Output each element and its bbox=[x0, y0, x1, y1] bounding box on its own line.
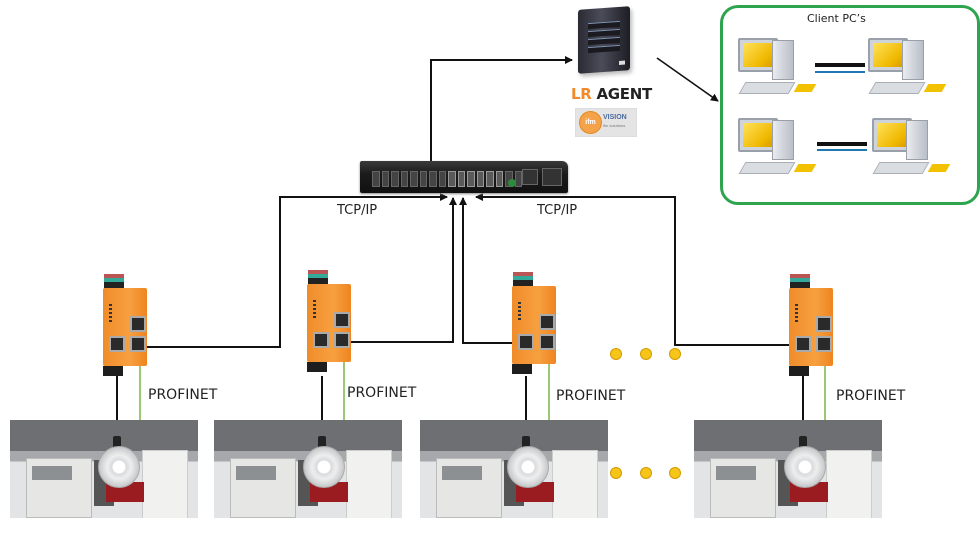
sensor-icon bbox=[98, 446, 140, 488]
io-link-master-icon bbox=[789, 274, 835, 376]
client-pcs-title: Client PC’s bbox=[807, 12, 866, 25]
drive-bay bbox=[588, 36, 620, 46]
sensor-icon bbox=[784, 446, 826, 488]
ellipsis-dot bbox=[640, 348, 652, 360]
server-badge bbox=[619, 60, 625, 65]
server-icon bbox=[578, 6, 630, 74]
ellipsis-dot bbox=[669, 348, 681, 360]
pc-link-black bbox=[815, 63, 865, 67]
io-link-master-icon bbox=[307, 270, 353, 372]
lr-agent-label: LR AGENT bbox=[571, 85, 652, 103]
profinet-label-4: PROFINET bbox=[836, 388, 906, 404]
ellipsis-dot bbox=[610, 467, 622, 479]
sensor-connector bbox=[318, 436, 326, 450]
vision-logo: ifm VISION ifm solutions bbox=[575, 108, 637, 137]
desktop-pc-icon bbox=[866, 38, 947, 102]
desktop-pc-icon bbox=[736, 38, 817, 102]
desktop-pc-icon bbox=[736, 118, 817, 182]
ellipsis-dot bbox=[610, 348, 622, 360]
vision-logo-subtext: ifm solutions bbox=[603, 123, 626, 128]
pc-link-blue bbox=[817, 149, 867, 151]
desktop-pc-icon bbox=[870, 118, 951, 182]
station-4-tcpip-link bbox=[475, 193, 796, 346]
ellipsis-dot bbox=[669, 467, 681, 479]
server-to-clients-link bbox=[656, 57, 719, 102]
sensor-icon bbox=[507, 446, 549, 488]
switch-power-port bbox=[522, 169, 538, 185]
lr-prefix: LR bbox=[571, 85, 592, 103]
io-link-master-icon bbox=[512, 272, 558, 374]
drive-bay bbox=[588, 28, 620, 38]
station-2-tcpip-link bbox=[318, 197, 457, 343]
profinet-label-1: PROFINET bbox=[148, 387, 218, 403]
sensor-connector bbox=[113, 436, 121, 450]
switch-to-server-link bbox=[430, 56, 573, 161]
pc-link-blue bbox=[815, 71, 865, 73]
switch-power-port bbox=[542, 168, 562, 186]
profinet-label-3: PROFINET bbox=[556, 388, 626, 404]
profinet-label-2: PROFINET bbox=[347, 385, 417, 401]
io-link-master-icon bbox=[103, 274, 149, 376]
machine-photo bbox=[10, 420, 198, 524]
switch-ports bbox=[372, 171, 522, 187]
sensor-connector bbox=[799, 436, 807, 450]
drive-bay bbox=[588, 20, 620, 30]
tcpip-label-right: TCP/IP bbox=[537, 203, 578, 218]
sensor-icon bbox=[303, 446, 345, 488]
switch-status-led bbox=[508, 179, 516, 187]
tcpip-label-left: TCP/IP bbox=[337, 203, 378, 218]
ellipsis-dot bbox=[640, 467, 652, 479]
vision-logo-text: VISION bbox=[603, 114, 627, 121]
agent-suffix: AGENT bbox=[591, 85, 652, 103]
sensor-connector bbox=[522, 436, 530, 450]
station-3-tcpip-link bbox=[459, 197, 522, 344]
network-switch-icon bbox=[360, 161, 568, 193]
ifm-badge-icon: ifm bbox=[579, 111, 602, 134]
station-1-tcpip-link bbox=[140, 193, 448, 348]
machine-photo bbox=[694, 420, 882, 524]
pc-link-black bbox=[817, 142, 867, 146]
drive-bay bbox=[588, 44, 620, 54]
